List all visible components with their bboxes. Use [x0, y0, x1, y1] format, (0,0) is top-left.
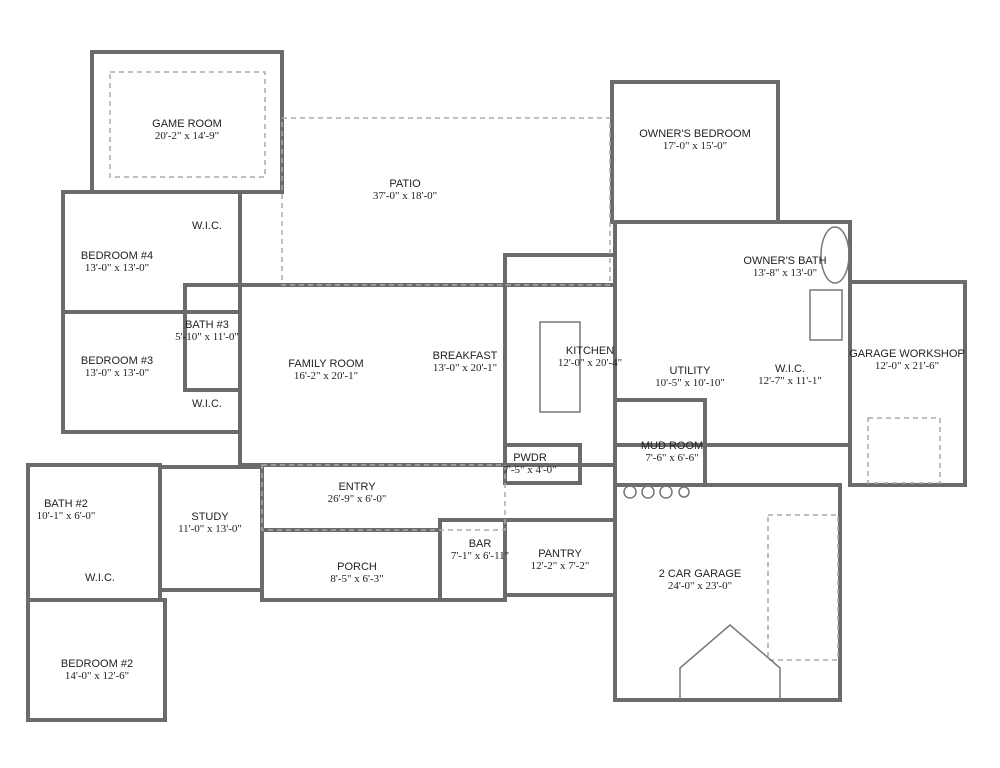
- room-name: W.I.C.: [192, 398, 222, 410]
- wall-pantry: [503, 518, 617, 597]
- room-name: ENTRY: [338, 481, 376, 493]
- room-name: BREAKFAST: [432, 350, 498, 362]
- room-dimensions: 7'-1" x 6'-11": [450, 550, 510, 562]
- workshop-door-outline: [867, 417, 941, 484]
- patio-outline: [281, 117, 611, 286]
- room-label: W.I.C.: [192, 220, 222, 232]
- bathtub-icon: [820, 226, 850, 284]
- garage-door-outline: [767, 514, 839, 661]
- kitchen-island: [539, 321, 581, 413]
- shower-icon: [809, 289, 843, 341]
- room-dimensions: 17'-0" x 15'-0": [662, 140, 728, 152]
- room-dimensions: 14'-0" x 12'-6": [64, 670, 130, 682]
- wall-bath3: [183, 283, 242, 392]
- room-dimensions: 12'-2" x 7'-2": [530, 560, 590, 572]
- room-dimensions: 10'-5" x 10'-10": [655, 377, 725, 389]
- room-dimensions: 7'-6" x 6'-6": [645, 452, 699, 464]
- wall-bedroom-2: [26, 598, 167, 722]
- room-dimensions: 12'-7" x 11'-1": [758, 375, 822, 387]
- room-name: W.I.C.: [192, 220, 222, 232]
- room-dimensions: 8'-5" x 6'-3": [330, 573, 384, 585]
- wall-owners-bedroom: [610, 80, 780, 224]
- room-name: BEDROOM #4: [80, 250, 154, 262]
- room-label: W.I.C.: [192, 398, 222, 410]
- room-dimensions: 13'-0" x 13'-0": [84, 262, 150, 274]
- room-label: W.I.C.: [85, 572, 115, 584]
- room-dimensions: 24'-0" x 23'-0": [667, 580, 733, 592]
- room-name: W.I.C.: [85, 572, 115, 584]
- room-dimensions: 12'-0" x 20'-4": [557, 357, 623, 369]
- room-name: 2 CAR GARAGE: [658, 568, 742, 580]
- room-dimensions: 13'-0" x 13'-0": [84, 367, 150, 379]
- wall-pwdr: [503, 443, 582, 485]
- room-name: UTILITY: [669, 365, 711, 377]
- entry-outline: [261, 464, 506, 531]
- room-name: MUD ROOM: [640, 440, 704, 452]
- room-name: PATIO: [389, 178, 421, 190]
- room-dimensions: 13'-8" x 13'-0": [752, 267, 818, 279]
- room-name: BATH #2: [44, 498, 88, 510]
- room-name: STUDY: [191, 511, 229, 523]
- room-dimensions: 10'-1" x 6'-0": [36, 510, 96, 522]
- room-name: GARAGE WORKSHOP: [849, 348, 965, 360]
- room-dimensions: 7'-5" x 4'-0": [503, 464, 557, 476]
- room-dimensions: 20'-2" x 14'-9": [154, 130, 220, 142]
- room-name: PWDR: [513, 452, 547, 464]
- room-name: OWNER'S BATH: [743, 255, 827, 267]
- room-name: BEDROOM #3: [80, 355, 154, 367]
- room-dimensions: 13'-0" x 20'-1": [432, 362, 498, 374]
- room-dimensions: 37'-0" x 18'-0": [372, 190, 438, 202]
- room-dimensions: 26'-9" x 6'-0": [327, 493, 387, 505]
- wall-garage-workshop: [848, 280, 967, 487]
- room-dimensions: 11'-0" x 13'-0": [178, 523, 242, 535]
- game-room-inset: [109, 71, 266, 178]
- room-name: FAMILY ROOM: [288, 358, 364, 370]
- room-label: W.I.C.12'-7" x 11'-1": [758, 363, 822, 387]
- room-dimensions: 16'-2" x 20'-1": [293, 370, 359, 382]
- room-name: W.I.C.: [775, 363, 805, 375]
- room-name: BAR: [468, 538, 492, 550]
- wall-mudroom: [613, 398, 707, 487]
- wall-garage: [613, 483, 842, 702]
- room-name: KITCHEN: [565, 345, 615, 357]
- room-name: GAME ROOM: [152, 118, 222, 130]
- room-name: BEDROOM #2: [60, 658, 134, 670]
- room-dimensions: 12'-0" x 21'-6": [874, 360, 940, 372]
- room-dimensions: 5'-10" x 11'-0": [175, 331, 239, 343]
- garage-bay-bump: [679, 624, 781, 700]
- room-name: PANTRY: [538, 548, 582, 560]
- room-name: PORCH: [337, 561, 377, 573]
- room-name: BATH #3: [185, 319, 229, 331]
- room-name: OWNER'S BEDROOM: [639, 128, 751, 140]
